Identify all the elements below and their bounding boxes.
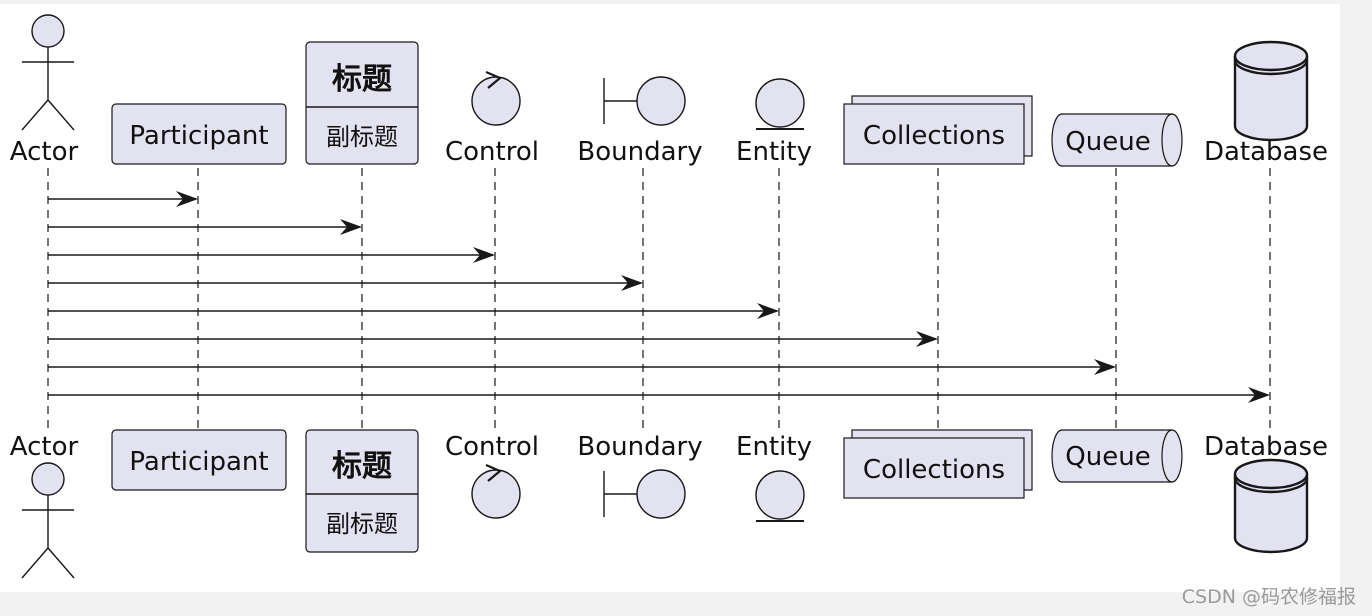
boundary-label-top: Boundary	[577, 137, 702, 167]
actor-label-top: Actor	[10, 137, 79, 167]
queue-label-bottom: Queue	[1065, 442, 1150, 472]
boundary-label-bottom: Boundary	[577, 432, 702, 462]
participant-label-bottom: Participant	[129, 447, 268, 477]
database-icon-bottom	[1233, 458, 1309, 554]
control-icon-top	[471, 70, 521, 126]
entity-icon-bottom	[755, 470, 805, 522]
entity-label-bottom: Entity	[736, 432, 812, 462]
queue-label-top: Queue	[1065, 127, 1150, 157]
collections-label-top: Collections	[863, 121, 1005, 151]
lifelines	[47, 168, 1271, 432]
collections-label-bottom: Collections	[863, 455, 1005, 485]
collections-box-bottom	[843, 437, 1025, 499]
queue-icon-bottom	[1051, 429, 1183, 483]
titled-title-bottom: 标题	[332, 449, 392, 484]
database-label-top: Database	[1204, 137, 1328, 167]
control-label-bottom: Control	[445, 432, 539, 462]
participant-box-bottom	[111, 429, 287, 491]
actor-label-bottom: Actor	[10, 432, 79, 462]
watermark: CSDN @码农修福报	[1182, 586, 1356, 608]
titled-subtitle-top: 副标题	[326, 123, 398, 151]
database-label-bottom: Database	[1204, 432, 1328, 462]
participant-box-top	[111, 103, 287, 165]
actor-head-icon-bottom	[31, 462, 65, 496]
entity-icon-top	[755, 78, 805, 130]
database-icon-top	[1233, 40, 1309, 142]
entity-label-top: Entity	[736, 137, 812, 167]
control-label-top: Control	[445, 137, 539, 167]
actor-top	[21, 14, 75, 131]
participant-label-top: Participant	[129, 121, 268, 151]
queue-icon-top	[1051, 113, 1183, 167]
titled-subtitle-bottom: 副标题	[326, 510, 398, 538]
boundary-icon-top	[603, 76, 686, 126]
actor-bottom	[21, 462, 75, 579]
control-icon-bottom	[471, 463, 521, 519]
boundary-icon-bottom	[603, 469, 686, 519]
actor-head-icon	[31, 14, 65, 48]
titled-box-bottom	[305, 429, 419, 553]
collections-box-top	[843, 103, 1025, 165]
titled-title-top: 标题	[332, 62, 392, 97]
titled-box-top	[305, 41, 419, 165]
messages	[48, 191, 1270, 403]
